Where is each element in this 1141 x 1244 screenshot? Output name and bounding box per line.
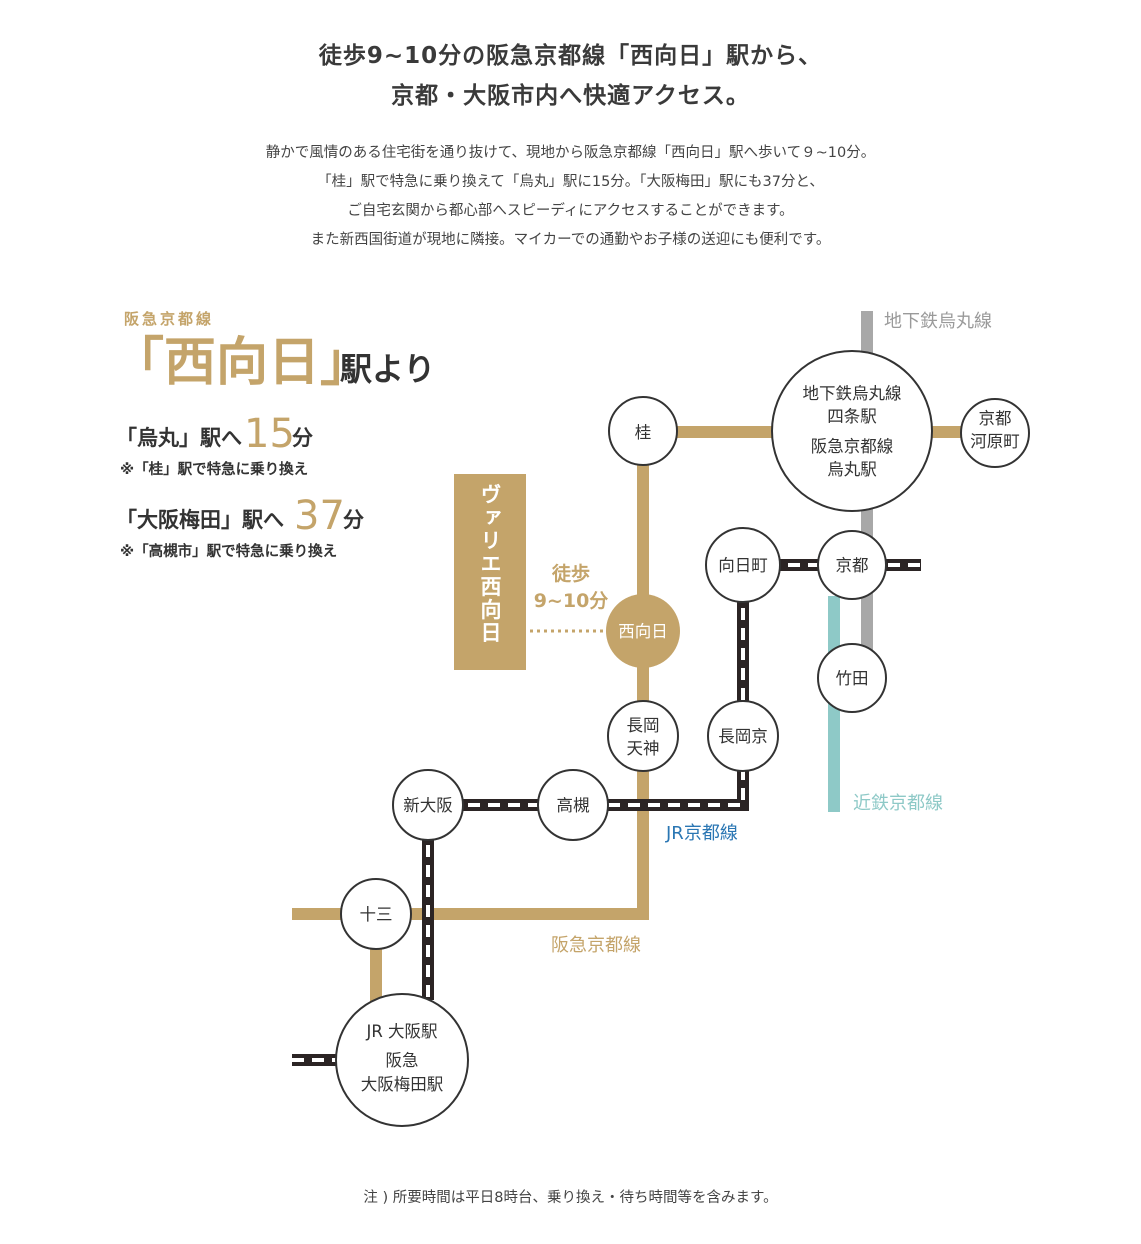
- station-nagaoka-tenjin: [607, 700, 679, 772]
- station-osaka-umeda: [335, 993, 469, 1127]
- origin-line-name: 阪急京都線: [124, 310, 214, 328]
- label-takeda: 竹田: [836, 669, 869, 688]
- property-box: [454, 474, 526, 670]
- station-shin-osaka: [392, 769, 464, 841]
- origin-station-name: 「西向日」: [112, 333, 372, 393]
- label-umeda-2: 阪急: [386, 1051, 419, 1070]
- intro-line-1: 静かで風情のある住宅街を通り抜けて、現地から阪急京都線「西向日」駅へ歩いて９~1…: [265, 145, 876, 161]
- walk-time: 9~10分: [534, 590, 609, 612]
- label-nishimuko: 西向日: [618, 622, 668, 641]
- station-takatsuki: [537, 769, 609, 841]
- label-umeda-1: JR 大阪駅: [365, 1022, 437, 1041]
- station-mukomachi: [705, 527, 781, 603]
- headline-line-1: 徒歩9~10分の阪急京都線「西向日」駅から、: [318, 43, 823, 69]
- footnote: 注 ) 所要時間は平日8時台、乗り換え・待ち時間等を含みます。: [363, 1190, 778, 1206]
- station-takeda: [817, 643, 887, 713]
- label-nagaokakyo: 長岡京: [718, 727, 768, 746]
- label-karasuma-1: 地下鉄烏丸線: [803, 384, 902, 403]
- walk-label: 徒歩: [551, 562, 590, 585]
- station-kawaramachi: [960, 398, 1030, 468]
- headline: 徒歩9~10分の阪急京都線「西向日」駅から、 京都・大阪市内へ快適アクセス。: [0, 36, 1141, 116]
- property-name: ヴァリエ西向日: [478, 484, 502, 645]
- label-kyoto: 京都: [836, 556, 869, 575]
- label-karasuma-4: 烏丸駅: [827, 460, 877, 479]
- label-takatsuki: 高槻: [557, 796, 591, 815]
- label-karasuma-3: 阪急京都線: [811, 437, 894, 456]
- intro-line-3: ご自宅玄関から都心部へスピーディにアクセスすることができます。: [347, 203, 794, 219]
- label-karasuma-2: 四条駅: [827, 407, 877, 426]
- route-karasuma-minutes: 15: [244, 411, 295, 457]
- route-karasuma-unit: 分: [292, 426, 313, 450]
- station-nagaokakyo: [707, 700, 779, 772]
- label-nagaoka-1: 長岡: [627, 716, 660, 735]
- route-umeda-dest: 「大阪梅田」駅へ: [116, 508, 284, 532]
- line-label-hankyu: 阪急京都線: [551, 935, 641, 956]
- line-label-subway: 地下鉄烏丸線: [884, 311, 992, 332]
- station-karasuma: [771, 350, 933, 512]
- headline-line-2: 京都・大阪市内へ快適アクセス。: [391, 83, 750, 109]
- station-kyoto: [817, 530, 887, 600]
- intro-text: 静かで風情のある住宅街を通り抜けて、現地から阪急京都線「西向日」駅へ歩いて９~1…: [0, 139, 1141, 255]
- intro-line-2: 「桂」駅で特急に乗り換えて「烏丸」駅に15分。「大阪梅田」駅にも37分と、: [317, 174, 824, 190]
- label-kawaramachi-1: 京都: [979, 409, 1012, 428]
- label-mukomachi: 向日町: [718, 556, 768, 575]
- route-umeda-note: ※「高槻市」駅で特急に乗り換え: [120, 542, 337, 560]
- label-nagaoka-2: 天神: [627, 739, 660, 758]
- label-umeda-3: 大阪梅田駅: [361, 1075, 444, 1094]
- intro-line-4: また新西国街道が現地に隣接。マイカーでの通勤やお子様の送迎にも便利です。: [310, 232, 831, 248]
- line-label-jr: JR京都線: [665, 823, 738, 844]
- station-juso: [340, 878, 412, 950]
- label-shin-osaka: 新大阪: [403, 796, 453, 815]
- route-karasuma-note: ※「桂」駅で特急に乗り換え: [120, 460, 308, 478]
- route-umeda-unit: 分: [343, 508, 364, 532]
- origin-suffix: 駅より: [340, 350, 435, 388]
- station-katsura: [608, 396, 678, 466]
- station-nishimuko: [606, 594, 680, 668]
- label-juso: 十三: [360, 905, 393, 924]
- route-karasuma-dest: 「烏丸」駅へ: [116, 426, 242, 450]
- label-katsura: 桂: [635, 423, 652, 442]
- label-kawaramachi-2: 河原町: [970, 432, 1020, 451]
- line-label-kintetsu: 近鉄京都線: [853, 793, 943, 814]
- route-umeda-minutes: 37: [294, 493, 345, 539]
